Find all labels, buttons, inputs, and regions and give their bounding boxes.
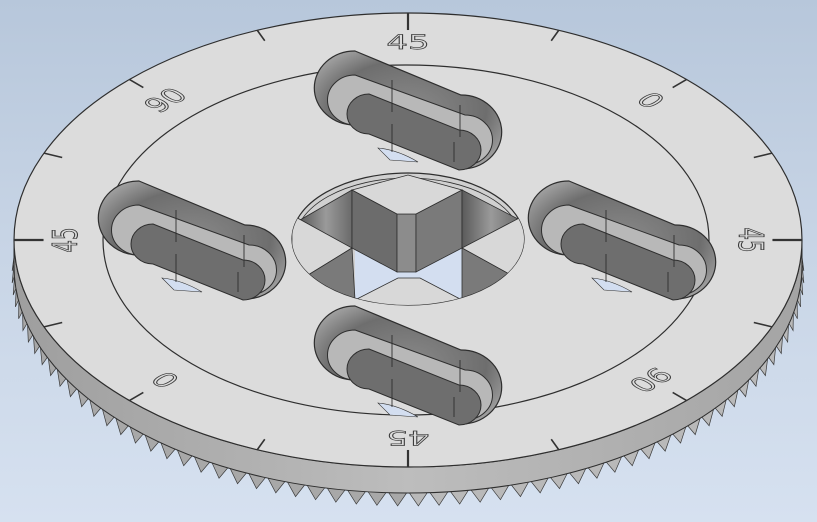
dial-tick xyxy=(753,321,773,328)
dial-tick xyxy=(43,152,63,159)
dial-tick xyxy=(256,438,266,451)
slot-inner-pocket xyxy=(130,223,266,301)
center-square-hole[interactable] xyxy=(291,172,525,310)
slot-through-opening xyxy=(161,277,203,293)
hole-top-face-corner xyxy=(350,174,464,215)
dial-label-right: 45 xyxy=(730,227,771,253)
slot-through-opening xyxy=(377,147,419,163)
dial-tick xyxy=(256,29,266,42)
dial-label-text: 45 xyxy=(731,228,771,253)
dial-label-top: 45 xyxy=(386,30,430,54)
slot-left[interactable] xyxy=(97,180,287,301)
dial-label-text: 45 xyxy=(45,228,85,253)
dial-tick xyxy=(672,391,687,402)
slot-inner-pocket xyxy=(346,93,482,171)
slot-inner-pocket xyxy=(346,348,482,426)
slot-through-opening xyxy=(591,277,633,293)
dial-tick xyxy=(129,391,144,402)
slot-top[interactable] xyxy=(313,50,503,171)
hole-wall-back-center xyxy=(396,213,417,273)
dial-tick xyxy=(672,78,687,89)
dial-tick xyxy=(550,29,560,42)
dial-label-left: 45 xyxy=(45,227,86,253)
dial-tick xyxy=(550,438,560,451)
dial-ticks xyxy=(14,13,802,467)
slot-through-opening xyxy=(377,402,419,418)
dial-tick xyxy=(753,152,773,159)
dial-label-text: 45 xyxy=(386,31,429,54)
slot-bottom[interactable] xyxy=(313,305,503,426)
slots xyxy=(97,50,717,426)
slot-inner-pocket xyxy=(560,223,696,301)
slot-right[interactable] xyxy=(527,180,717,301)
dial-tick xyxy=(129,78,144,89)
dial-tick xyxy=(43,321,63,328)
dial-label-text: 45 xyxy=(386,426,429,449)
dial-label-bottom: 45 xyxy=(386,425,430,449)
